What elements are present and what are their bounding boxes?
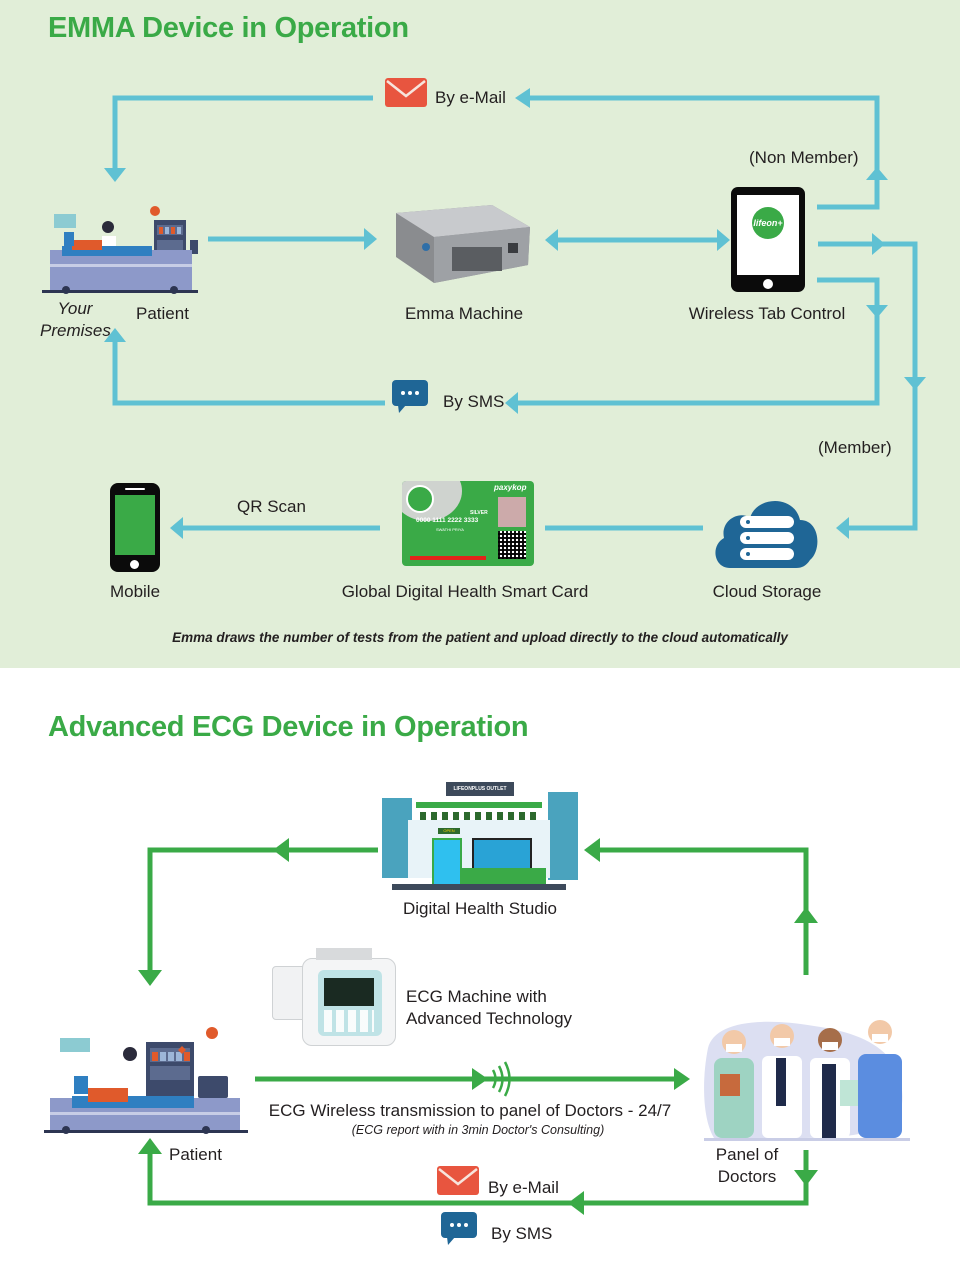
emma-machine-label: Emma Machine — [404, 304, 524, 323]
flow-label-member: (Member) — [818, 438, 892, 457]
patient-illustration — [44, 1027, 248, 1134]
card-logo — [406, 485, 434, 513]
lifeon-logo: lifeon+ — [752, 207, 784, 239]
mobile-image — [110, 483, 160, 572]
wireless-signal-icon — [491, 1061, 511, 1097]
cloud-storage-icon — [715, 501, 818, 568]
arrowhead — [515, 88, 530, 108]
arrowhead — [674, 1068, 690, 1090]
arrowhead — [170, 517, 183, 539]
arrowhead — [904, 377, 926, 390]
digital-health-studio-image: LIFEONPLUS OUTLET OPEN — [380, 780, 578, 890]
email-icon — [385, 78, 427, 107]
transmission-note: (ECG report with in 3min Doctor's Consul… — [351, 1123, 605, 1137]
tablet-screen: lifeon+ — [737, 195, 799, 275]
ecg-machine-label-line1: ECG Machine with — [406, 987, 547, 1006]
arrowhead — [794, 1170, 818, 1186]
arrow-sms-path-right — [515, 277, 880, 406]
emma-title: EMMA Device in Operation — [48, 12, 409, 44]
ecg-keypad — [324, 1010, 374, 1032]
studio-door — [432, 838, 462, 888]
ecg-title: Advanced ECG Device in Operation — [48, 711, 529, 743]
ecg-machine-label-line2: Advanced Technology — [406, 1009, 573, 1028]
arrow-doctors-to-studio — [596, 847, 809, 975]
arrowhead — [273, 838, 289, 862]
mobile-screen — [115, 495, 155, 555]
email-icon — [437, 1166, 479, 1195]
patient-label: Patient — [136, 304, 189, 323]
ecg-flow-label-sms: By SMS — [491, 1224, 553, 1243]
arrowhead — [138, 970, 162, 986]
premises-label-line2: Premises — [40, 321, 111, 340]
sms-icon — [441, 1212, 477, 1245]
ecg-screen — [324, 978, 374, 1006]
arrow-sms-path-left — [112, 340, 385, 406]
patient-illustration — [42, 206, 198, 294]
mobile-home-button — [130, 560, 139, 569]
arrow-email-path-left — [112, 95, 373, 170]
flow-label-qr-scan: QR Scan — [237, 497, 306, 516]
tablet-home-button — [763, 279, 773, 289]
arrow-studio-to-patient — [147, 847, 378, 972]
card-tier: SILVER — [470, 510, 488, 516]
doctors-label-line2: Doctors — [717, 1167, 777, 1186]
flow-label-non-member: (Non Member) — [749, 148, 859, 167]
arrowhead — [866, 305, 888, 318]
studio-window — [472, 838, 532, 872]
arrowhead — [472, 1068, 488, 1090]
arrowhead — [836, 517, 849, 539]
flow-label-sms: By SMS — [443, 392, 505, 411]
ecg-flow-label-email: By e-Mail — [488, 1178, 559, 1197]
card-number: 0000 1111 2222 3333 — [416, 517, 479, 524]
arrow-email-path-right — [525, 95, 880, 210]
ecg-patient-label: Patient — [169, 1145, 222, 1164]
tablet-image: lifeon+ — [731, 187, 805, 292]
arrowhead — [872, 233, 885, 255]
card-photo — [498, 497, 526, 527]
arrowhead — [138, 1138, 162, 1154]
card-qr-code — [498, 531, 526, 559]
arrowhead — [545, 229, 558, 251]
emma-caption: Emma draws the number of tests from the … — [172, 630, 788, 645]
premises-label-line1: Your — [57, 299, 93, 318]
smart-card-label: Global Digital Health Smart Card — [341, 582, 589, 601]
arrowhead — [584, 838, 600, 862]
arrowhead — [717, 229, 730, 251]
arrowhead — [866, 167, 888, 180]
studio-label: Digital Health Studio — [402, 899, 558, 918]
arrowhead — [364, 228, 377, 250]
card-name: SWATHI PRIYA — [436, 527, 464, 532]
arrowhead — [104, 328, 126, 342]
studio-open-sign: OPEN — [438, 828, 460, 834]
smart-card-image: paxykop SILVER 0000 1111 2222 3333 SWATH… — [402, 481, 534, 566]
flow-label-email: By e-Mail — [435, 88, 506, 107]
arrowhead — [505, 392, 518, 414]
card-brand: paxykop — [494, 483, 527, 492]
emma-machine-image — [396, 205, 530, 283]
sms-icon — [392, 380, 428, 413]
arrowhead — [568, 1191, 584, 1215]
transmission-label: ECG Wireless transmission to panel of Do… — [268, 1101, 672, 1120]
ecg-machine-image — [272, 948, 396, 1046]
arrowhead — [104, 168, 126, 182]
panel-of-doctors-illustration — [704, 1020, 910, 1141]
emma-flow-arrows — [104, 88, 926, 539]
cloud-storage-label: Cloud Storage — [712, 582, 822, 601]
mobile-label: Mobile — [109, 582, 161, 601]
studio-sign: LIFEONPLUS OUTLET — [446, 782, 514, 796]
doctors-label-line1: Panel of — [715, 1145, 779, 1164]
tab-control-label: Wireless Tab Control — [688, 304, 846, 323]
arrowhead — [794, 907, 818, 923]
